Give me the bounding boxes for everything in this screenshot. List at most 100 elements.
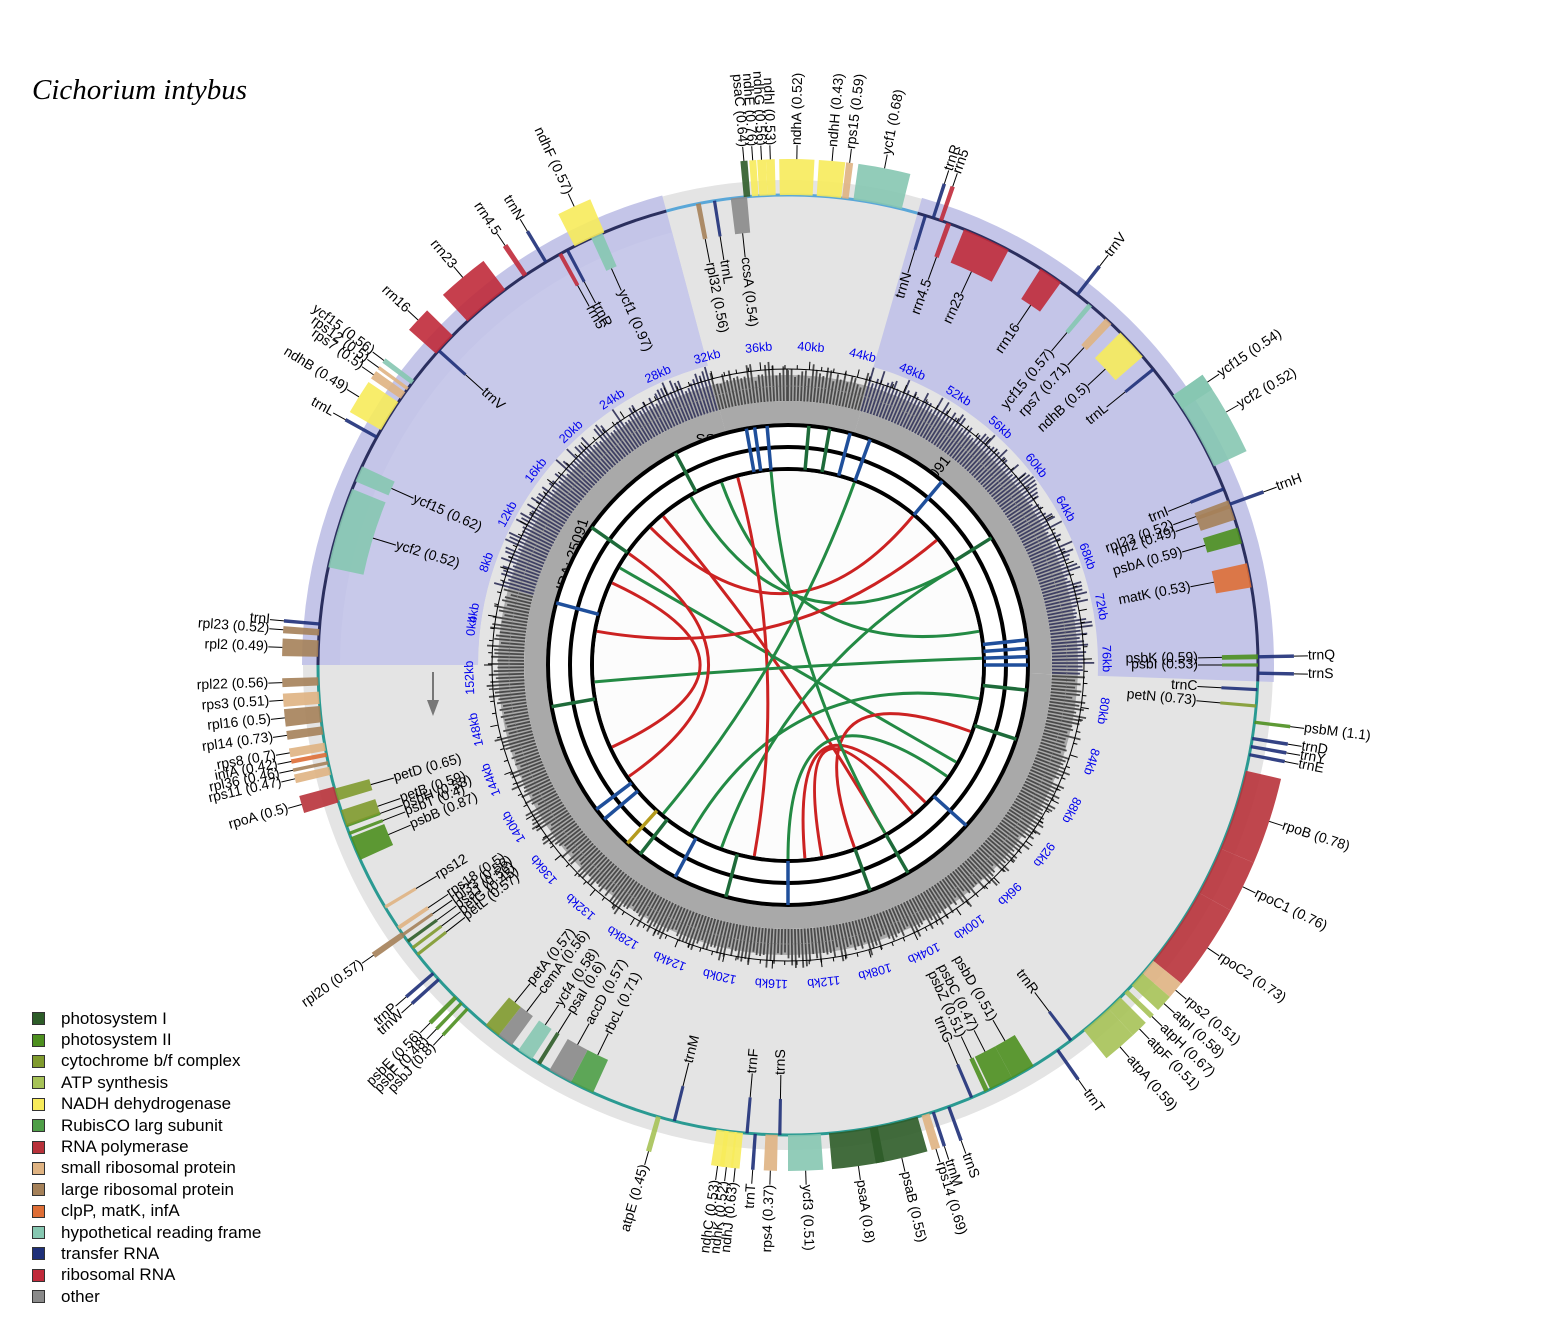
gene-leader-line <box>1175 989 1187 1000</box>
gene-block <box>349 382 399 430</box>
gene-label: psbI (0.53) <box>1131 656 1198 672</box>
gene-label: rrn16 <box>379 281 414 315</box>
gene-leader-line <box>927 257 937 280</box>
gene-block <box>437 349 467 376</box>
repeat-tick <box>932 794 968 827</box>
repeat-tick <box>603 789 639 821</box>
gene-leader-line <box>270 717 285 720</box>
gene-leader-line <box>426 1028 437 1040</box>
legend-label: clpP, matK, infA <box>61 1201 180 1221</box>
repeat-chord <box>662 482 856 815</box>
gene-label: trnS <box>1308 665 1334 681</box>
gene-label: trnF <box>743 1048 761 1074</box>
gene-block <box>1249 753 1286 764</box>
gene-block <box>328 488 386 575</box>
legend-item: RNA polymerase <box>32 1136 261 1157</box>
gene-leader-line <box>831 146 834 161</box>
legend-item: ATP synthesis <box>32 1072 261 1093</box>
kb-tick-label: 148kb <box>466 712 487 748</box>
gene-block <box>283 619 320 626</box>
gene-leader-line <box>1151 1016 1163 1027</box>
repeat-chord <box>619 566 957 764</box>
gene-label: trnD <box>1301 737 1330 757</box>
legend-label: RNA polymerase <box>61 1137 189 1157</box>
gene-block <box>350 824 394 860</box>
gene-block <box>950 229 1009 282</box>
gene-label: rpoC1 (0.76) <box>1252 885 1330 934</box>
legend-swatch <box>32 1204 45 1218</box>
legend-item: photosystem II <box>32 1029 261 1050</box>
gene-label: rpl16 (0.5) <box>206 710 271 733</box>
repeat-tick <box>590 525 629 555</box>
gene-block <box>498 1006 533 1046</box>
gene-block <box>518 1020 552 1060</box>
repeat-tick <box>820 428 832 473</box>
repeat-chord <box>786 734 948 860</box>
gene-leader-line <box>943 1146 950 1160</box>
gene-label: trnI <box>249 609 271 627</box>
gene-leader-line <box>519 219 528 232</box>
gene-leader-line <box>526 992 542 1012</box>
gene-block <box>828 1126 885 1170</box>
legend-label: hypothetical reading frame <box>61 1222 262 1242</box>
gene-label: ycf1 (0.68) <box>878 88 906 156</box>
kb-tick-label: 72kb <box>1092 592 1111 621</box>
legend-item: photosystem I <box>32 1008 261 1029</box>
gene-block <box>290 752 328 764</box>
gene-leader-line <box>388 824 411 836</box>
gene-leader-line <box>644 1151 650 1165</box>
gene-block <box>816 159 846 199</box>
irb-band <box>873 197 1275 682</box>
gene-label: trnE <box>1297 755 1325 776</box>
kb-tick-label: 0kb <box>464 615 480 637</box>
gene-leader-line <box>1286 752 1301 756</box>
gene-leader-line <box>733 1168 736 1183</box>
gene-block <box>1254 720 1291 729</box>
legend-swatch <box>32 1033 45 1047</box>
gene-block <box>293 766 331 784</box>
gene-label: ycf15 (0.54) <box>1214 325 1284 380</box>
gene-leader-line <box>1077 1079 1087 1092</box>
gene-leader-line <box>279 769 294 774</box>
kb-tick-label: 44kb <box>848 345 878 365</box>
gene-block <box>750 1133 757 1170</box>
gene-leader-line <box>465 374 484 392</box>
gene-leader-line <box>436 905 457 921</box>
gene-label: ndhH (0.43) <box>824 73 846 148</box>
legend-label: photosystem I <box>61 1008 167 1028</box>
gene-leader-line <box>1225 404 1239 413</box>
legend-swatch <box>32 1140 45 1154</box>
gene-leader-line <box>1284 761 1299 765</box>
legend-item: large ribosomal protein <box>32 1179 261 1200</box>
legend-swatch <box>32 1247 45 1261</box>
gene-block <box>672 1085 685 1122</box>
gene-leader-line <box>432 899 453 915</box>
gene-block <box>853 163 911 209</box>
repeat-tick <box>555 601 600 616</box>
gene-leader-line <box>907 249 916 274</box>
gene-label: trnL <box>309 393 338 419</box>
gene-block <box>757 159 768 196</box>
gene-leader-line <box>749 1073 753 1098</box>
repeat-chord <box>835 712 971 848</box>
gene-label: rps15 (0.59) <box>842 73 867 150</box>
gene-block <box>416 931 447 956</box>
gene-leader-line <box>269 619 284 622</box>
gene-leader-line <box>992 1019 1006 1042</box>
gene-leader-line <box>960 1140 967 1154</box>
gene-leader-line <box>1181 544 1206 553</box>
repeat-tick <box>837 432 852 477</box>
gene-block <box>730 196 751 235</box>
gene-leader-line <box>544 1004 560 1026</box>
gene-block <box>382 358 415 385</box>
gene-leader-line <box>935 1148 941 1163</box>
gene-block <box>282 691 320 707</box>
gene-leader-line <box>960 271 972 294</box>
gene-leader-line <box>395 996 407 1007</box>
repeat-tick <box>983 646 1028 654</box>
gene-label: rpl22 (0.56) <box>196 674 268 692</box>
gene-leader-line <box>1139 1028 1150 1040</box>
gene-label: rrn5 <box>949 147 972 176</box>
legend-label: ribosomal RNA <box>61 1265 176 1285</box>
